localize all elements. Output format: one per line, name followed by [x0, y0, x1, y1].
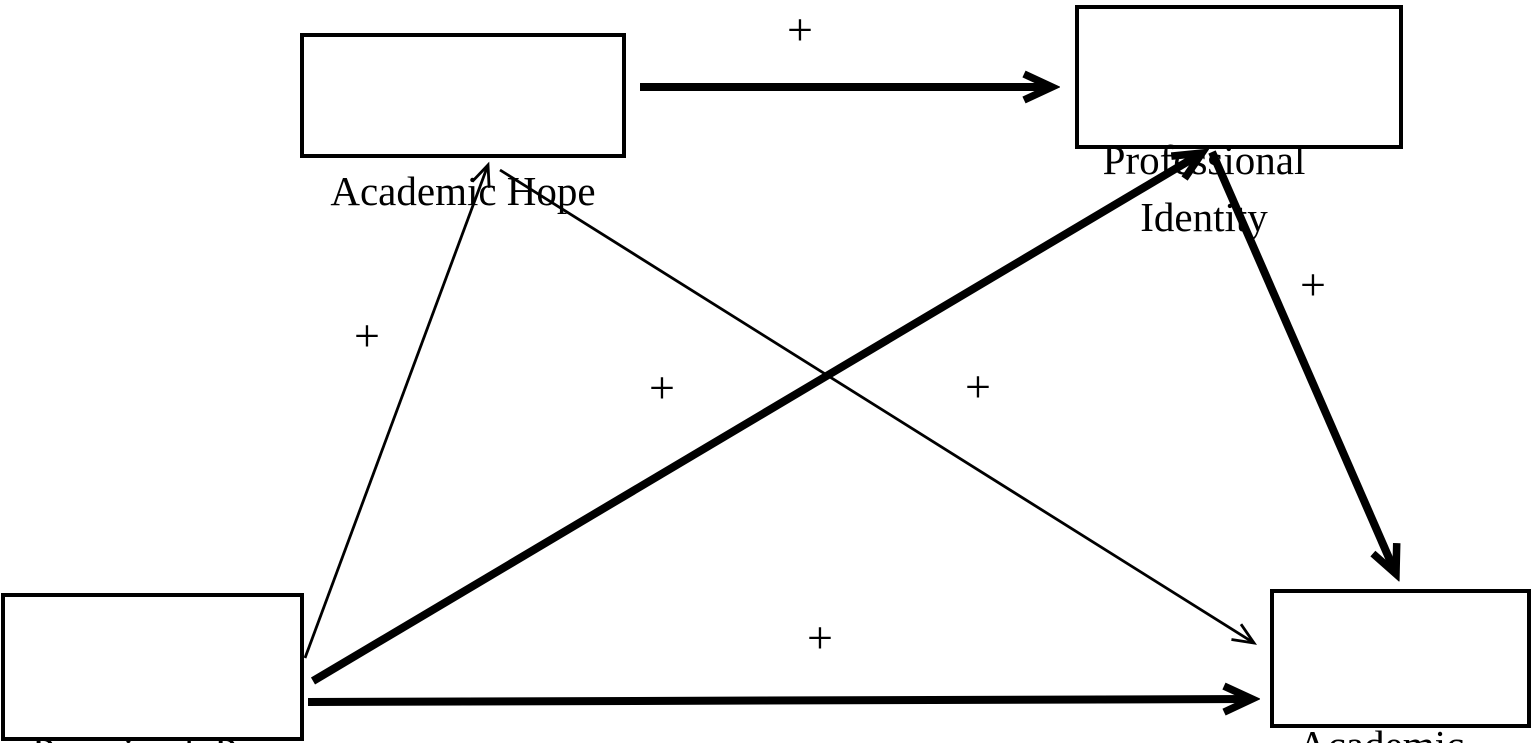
edge-sign-hope-to-academic-adjustment: +	[965, 361, 991, 412]
edge-peer-support-to-academic-adjustment	[307, 699, 1252, 702]
node-perceived-peer-support-label: Perceived Peer Support	[32, 724, 300, 743]
node-professional-identity-label: Professional Identity	[1102, 137, 1306, 240]
node-academic-adjustment: Academic Adjustment	[1270, 589, 1531, 743]
edge-sign-hope-to-professional-identity: +	[787, 4, 813, 55]
edge-sign-professional-identity-to-academic-adjustment: +	[1300, 259, 1326, 310]
edge-peer-support-to-professional-identity	[310, 153, 1202, 685]
node-professional-identity: Professional Identity	[1075, 5, 1403, 240]
node-academic-adjustment-label: Academic Adjustment	[1298, 717, 1527, 743]
edge-professional-identity-to-academic-adjustment	[1208, 150, 1396, 574]
node-perceived-peer-support: Perceived Peer Support	[1, 593, 304, 743]
node-academic-hope: Academic Hope	[300, 33, 626, 214]
edge-sign-peer-support-to-academic-hope: +	[354, 310, 380, 361]
edge-sign-peer-support-to-academic-adjustment: +	[807, 612, 833, 663]
node-academic-hope-label: Academic Hope	[330, 168, 596, 215]
edge-academic-hope-to-academic-adjustment	[499, 168, 1258, 645]
edge-peer-support-to-academic-hope	[303, 161, 491, 659]
edge-sign-peer-support-to-professional-identity: +	[649, 362, 675, 413]
